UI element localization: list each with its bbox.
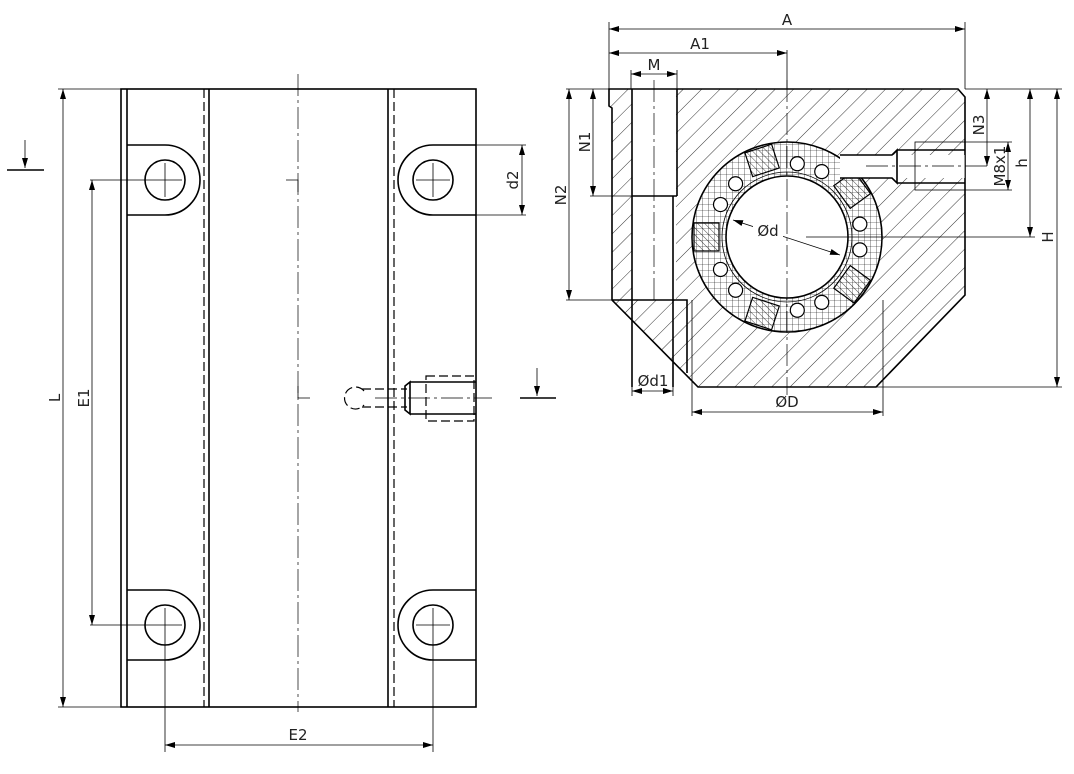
dimension-M8x1: M8x1	[991, 142, 1011, 190]
dimension-E2: E2	[165, 726, 433, 748]
dimension-h: h	[1013, 89, 1033, 237]
dim-label-D: ØD	[775, 393, 798, 411]
dim-label-A: A	[782, 11, 793, 29]
dimension-E1: E1	[75, 180, 95, 625]
dim-label-bore-d: Ød	[757, 222, 778, 240]
section-marker-left	[7, 140, 44, 171]
dim-label-M: M	[648, 56, 661, 74]
dimension-A1: A1	[609, 35, 787, 56]
bearing-ball	[814, 164, 830, 180]
bearing-segment	[744, 143, 781, 178]
bearing-ball	[852, 242, 868, 258]
dim-label-E1: E1	[75, 388, 93, 407]
dim-label-d2: d2	[504, 170, 522, 189]
dimension-D: ØD	[692, 393, 883, 415]
bearing-ball	[712, 196, 729, 213]
bearing-segment	[693, 222, 720, 252]
dimension-H: H	[1039, 89, 1060, 387]
bearing-ball	[712, 261, 729, 278]
section-view: A A1 M N1 N2 N3 M8x1 h	[552, 11, 1062, 416]
lube-tap-section	[840, 141, 990, 191]
dimension-M: M	[631, 56, 677, 77]
bearing-segment	[744, 296, 781, 331]
bearing-ball	[814, 294, 830, 310]
section-marker-right	[520, 368, 556, 399]
bearing-segment	[832, 264, 872, 304]
mounting-bore	[612, 89, 688, 387]
dimension-N1: N1	[576, 89, 596, 196]
lube-port	[343, 375, 492, 422]
dim-label-N2: N2	[552, 185, 570, 206]
mounting-slot-bottom-right	[397, 589, 476, 752]
dim-label-N3: N3	[970, 115, 988, 136]
dim-label-h: h	[1013, 158, 1031, 168]
dimension-d1: Ød1	[632, 372, 673, 394]
bearing-ball	[852, 216, 868, 232]
dimension-N3: N3	[970, 89, 990, 166]
bearing-ball	[727, 176, 744, 192]
dim-label-E2: E2	[288, 726, 307, 744]
bearing-segment	[832, 170, 872, 210]
dimension-bore-d: Ød	[732, 219, 841, 256]
dim-label-L: L	[46, 393, 64, 402]
dimension-d2: d2	[476, 144, 526, 216]
dimension-L: L	[46, 88, 121, 708]
front-view: L E1 E2 d2	[7, 74, 556, 752]
dimension-A: A	[609, 11, 965, 32]
mounting-slot-top-left	[90, 144, 201, 216]
dim-label-A1: A1	[690, 35, 710, 53]
section-break-marks	[286, 179, 310, 399]
dim-label-N1: N1	[576, 132, 594, 153]
mounting-slot-top-right	[397, 144, 476, 216]
dim-label-d1: Ød1	[638, 372, 669, 390]
bearing-ball	[789, 156, 805, 172]
mounting-slot-bottom-left	[90, 589, 201, 752]
bearing-ball	[789, 302, 805, 318]
dim-label-H: H	[1039, 231, 1057, 242]
bearing-ball	[727, 282, 744, 298]
dim-label-M8x1: M8x1	[991, 146, 1009, 187]
dimension-N2: N2	[552, 89, 572, 300]
